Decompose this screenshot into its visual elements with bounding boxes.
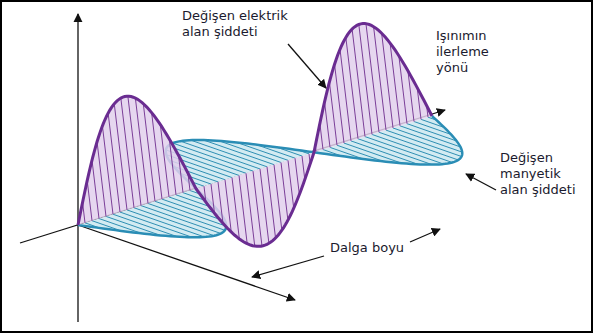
hatch-stroke xyxy=(134,208,214,236)
label-text: Değişen manyetik alan şiddeti xyxy=(500,150,588,198)
hatch-stroke xyxy=(346,37,358,138)
hatch-stroke xyxy=(97,142,106,217)
electric-wave-hatch xyxy=(78,24,428,246)
hatch-stroke xyxy=(325,102,330,147)
hatch-stroke xyxy=(393,128,462,152)
hatch-stroke xyxy=(87,181,92,221)
hatch-stroke xyxy=(374,27,386,130)
hatch-stroke xyxy=(141,206,221,234)
hatch-stroke xyxy=(295,158,299,194)
hatch-stroke xyxy=(302,156,305,180)
vertical-axis xyxy=(77,14,78,322)
hatch-stroke xyxy=(382,33,393,128)
hatch-stroke xyxy=(288,160,294,208)
hatch-stroke xyxy=(267,167,276,238)
hatch-stroke xyxy=(335,64,344,143)
hatch-stroke xyxy=(239,175,247,243)
hatch-stroke xyxy=(329,82,337,145)
hatch-stroke xyxy=(114,104,127,210)
hatch-stroke xyxy=(366,24,379,133)
electric-wave-fill xyxy=(78,24,432,247)
leader-line xyxy=(288,44,326,88)
hatch-stroke xyxy=(260,169,269,243)
hatch-stroke xyxy=(253,171,262,246)
hatch-stroke xyxy=(372,134,452,162)
wavelength-arrow xyxy=(252,256,324,277)
hatch-stroke xyxy=(108,113,120,212)
hatch-stroke xyxy=(225,180,231,232)
leader-line xyxy=(466,174,496,190)
electric-wave-curve xyxy=(78,24,432,247)
leaders xyxy=(252,44,496,277)
hatch-stroke xyxy=(232,178,239,239)
hatch-stroke xyxy=(246,173,255,246)
hatch-stroke xyxy=(281,162,288,220)
hatch-stroke xyxy=(135,98,148,203)
label-text: Işınımın ilerleme yönü xyxy=(436,28,516,76)
label-text: Dalga boyu xyxy=(330,240,420,256)
hatch-stroke xyxy=(352,29,365,137)
hatch-stroke xyxy=(128,96,141,205)
hatch-stroke xyxy=(121,98,134,208)
waves xyxy=(78,24,462,247)
hatch-stroke xyxy=(180,141,260,169)
wavelength-arrow xyxy=(410,229,440,242)
hatch-stroke xyxy=(274,165,282,231)
label-text: Değişen elektrik alan şiddeti xyxy=(182,8,310,40)
hatch-stroke xyxy=(359,24,372,134)
hatch-stroke xyxy=(143,104,155,202)
hatch-stroke xyxy=(92,160,99,218)
